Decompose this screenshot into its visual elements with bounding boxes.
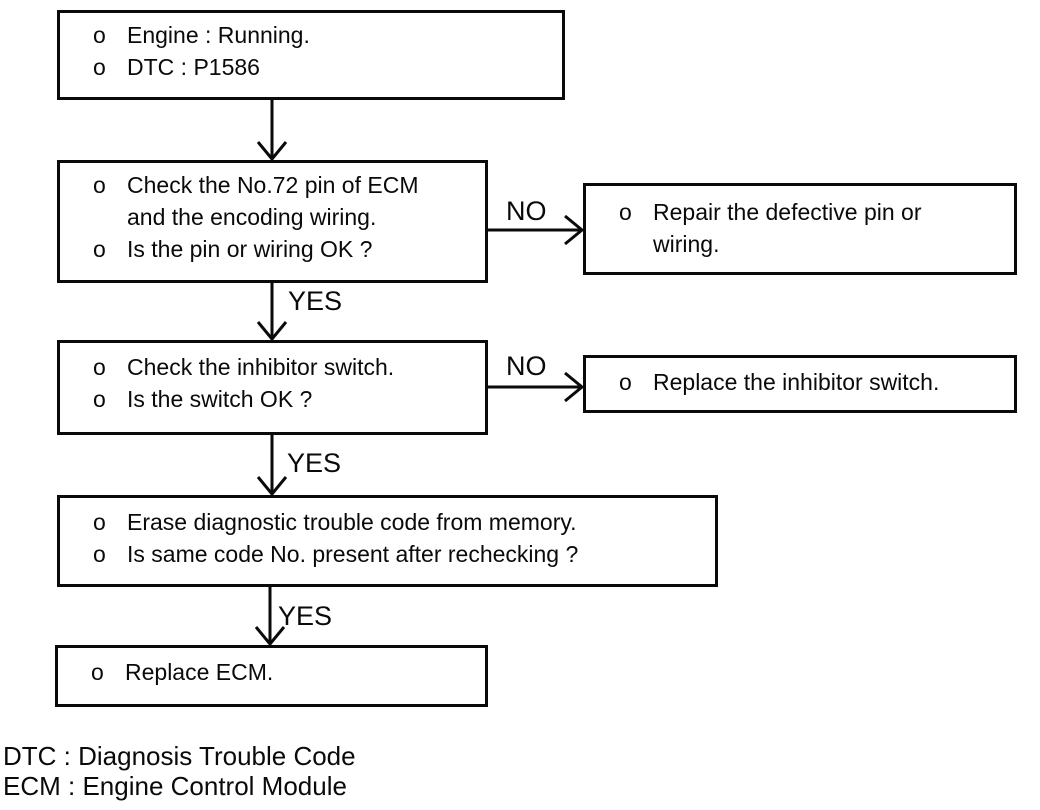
bullet-text: Is the switch OK ? bbox=[127, 386, 313, 412]
check-inhibitor-switch-box: o Check the inhibitor switch. o Is the s… bbox=[57, 340, 488, 435]
bullet-item: o Repair the defective pin or wiring. bbox=[586, 196, 1014, 260]
bullet-marker: o bbox=[93, 354, 106, 380]
bullet-marker: o bbox=[93, 22, 106, 48]
legend-line-ecm: ECM : Engine Control Module bbox=[3, 771, 347, 801]
bullet-text: Replace ECM. bbox=[125, 659, 274, 685]
bullet-marker: o bbox=[619, 199, 632, 225]
edge-label-yes-3: YES bbox=[278, 601, 333, 631]
arrow-yes-check-pin-to-inhibitor bbox=[256, 283, 288, 342]
bullet-item: o Erase diagnostic trouble code from mem… bbox=[60, 506, 715, 538]
bullet-text: Check the inhibitor switch. bbox=[127, 354, 395, 380]
edge-label-yes-2: YES bbox=[287, 448, 342, 478]
bullet-item: o DTC : P1586 bbox=[60, 51, 562, 83]
bullet-item: o Is same code No. present after recheck… bbox=[60, 538, 715, 570]
arrow-no-check-pin-to-repair bbox=[488, 214, 585, 246]
bullet-text: Is same code No. present after recheckin… bbox=[127, 541, 579, 567]
bullet-text: Engine : Running. bbox=[127, 22, 310, 48]
bullet-item: o Replace ECM. bbox=[58, 656, 485, 688]
start-condition-box: o Engine : Running. o DTC : P1586 bbox=[57, 10, 565, 100]
bullet-marker: o bbox=[91, 659, 104, 685]
arrow-start-to-check-pin bbox=[256, 100, 288, 162]
edge-label-no-1: NO bbox=[506, 196, 547, 226]
bullet-item: o Check the inhibitor switch. bbox=[60, 351, 485, 383]
legend-line-dtc: DTC : Diagnosis Trouble Code bbox=[3, 741, 356, 771]
arrow-yes-erase-to-replace-ecm bbox=[254, 587, 286, 647]
bullet-item: o Is the pin or wiring OK ? bbox=[60, 233, 485, 265]
check-ecm-pin-box: o Check the No.72 pin of ECM and the enc… bbox=[57, 160, 488, 283]
bullet-text: DTC : P1586 bbox=[127, 54, 260, 80]
bullet-text: Check the No.72 pin of ECM and the encod… bbox=[127, 172, 419, 230]
arrow-yes-inhibitor-to-erase bbox=[256, 435, 288, 497]
bullet-marker: o bbox=[93, 541, 106, 567]
repair-pin-box: o Repair the defective pin or wiring. bbox=[583, 183, 1017, 275]
bullet-marker: o bbox=[619, 369, 632, 395]
abbreviation-legend: DTC : Diagnosis Trouble Code ECM : Engin… bbox=[3, 741, 356, 801]
bullet-text: Erase diagnostic trouble code from memor… bbox=[127, 509, 577, 535]
bullet-marker: o bbox=[93, 236, 106, 262]
replace-inhibitor-switch-box: o Replace the inhibitor switch. bbox=[583, 355, 1017, 413]
bullet-marker: o bbox=[93, 54, 106, 80]
edge-label-yes-1: YES bbox=[288, 286, 343, 316]
erase-dtc-box: o Erase diagnostic trouble code from mem… bbox=[57, 495, 718, 587]
bullet-text: Is the pin or wiring OK ? bbox=[127, 236, 373, 262]
bullet-marker: o bbox=[93, 386, 106, 412]
bullet-text: Replace the inhibitor switch. bbox=[653, 369, 940, 395]
edge-label-no-2: NO bbox=[506, 351, 547, 381]
bullet-marker: o bbox=[93, 172, 106, 198]
arrow-no-inhibitor-to-replace bbox=[488, 371, 585, 403]
bullet-item: o Check the No.72 pin of ECM and the enc… bbox=[60, 169, 485, 233]
bullet-text: Repair the defective pin or wiring. bbox=[653, 199, 922, 257]
bullet-item: o Replace the inhibitor switch. bbox=[586, 366, 1014, 398]
bullet-marker: o bbox=[93, 509, 106, 535]
bullet-item: o Is the switch OK ? bbox=[60, 383, 485, 415]
replace-ecm-box: o Replace ECM. bbox=[55, 645, 488, 707]
bullet-item: o Engine : Running. bbox=[60, 19, 562, 51]
